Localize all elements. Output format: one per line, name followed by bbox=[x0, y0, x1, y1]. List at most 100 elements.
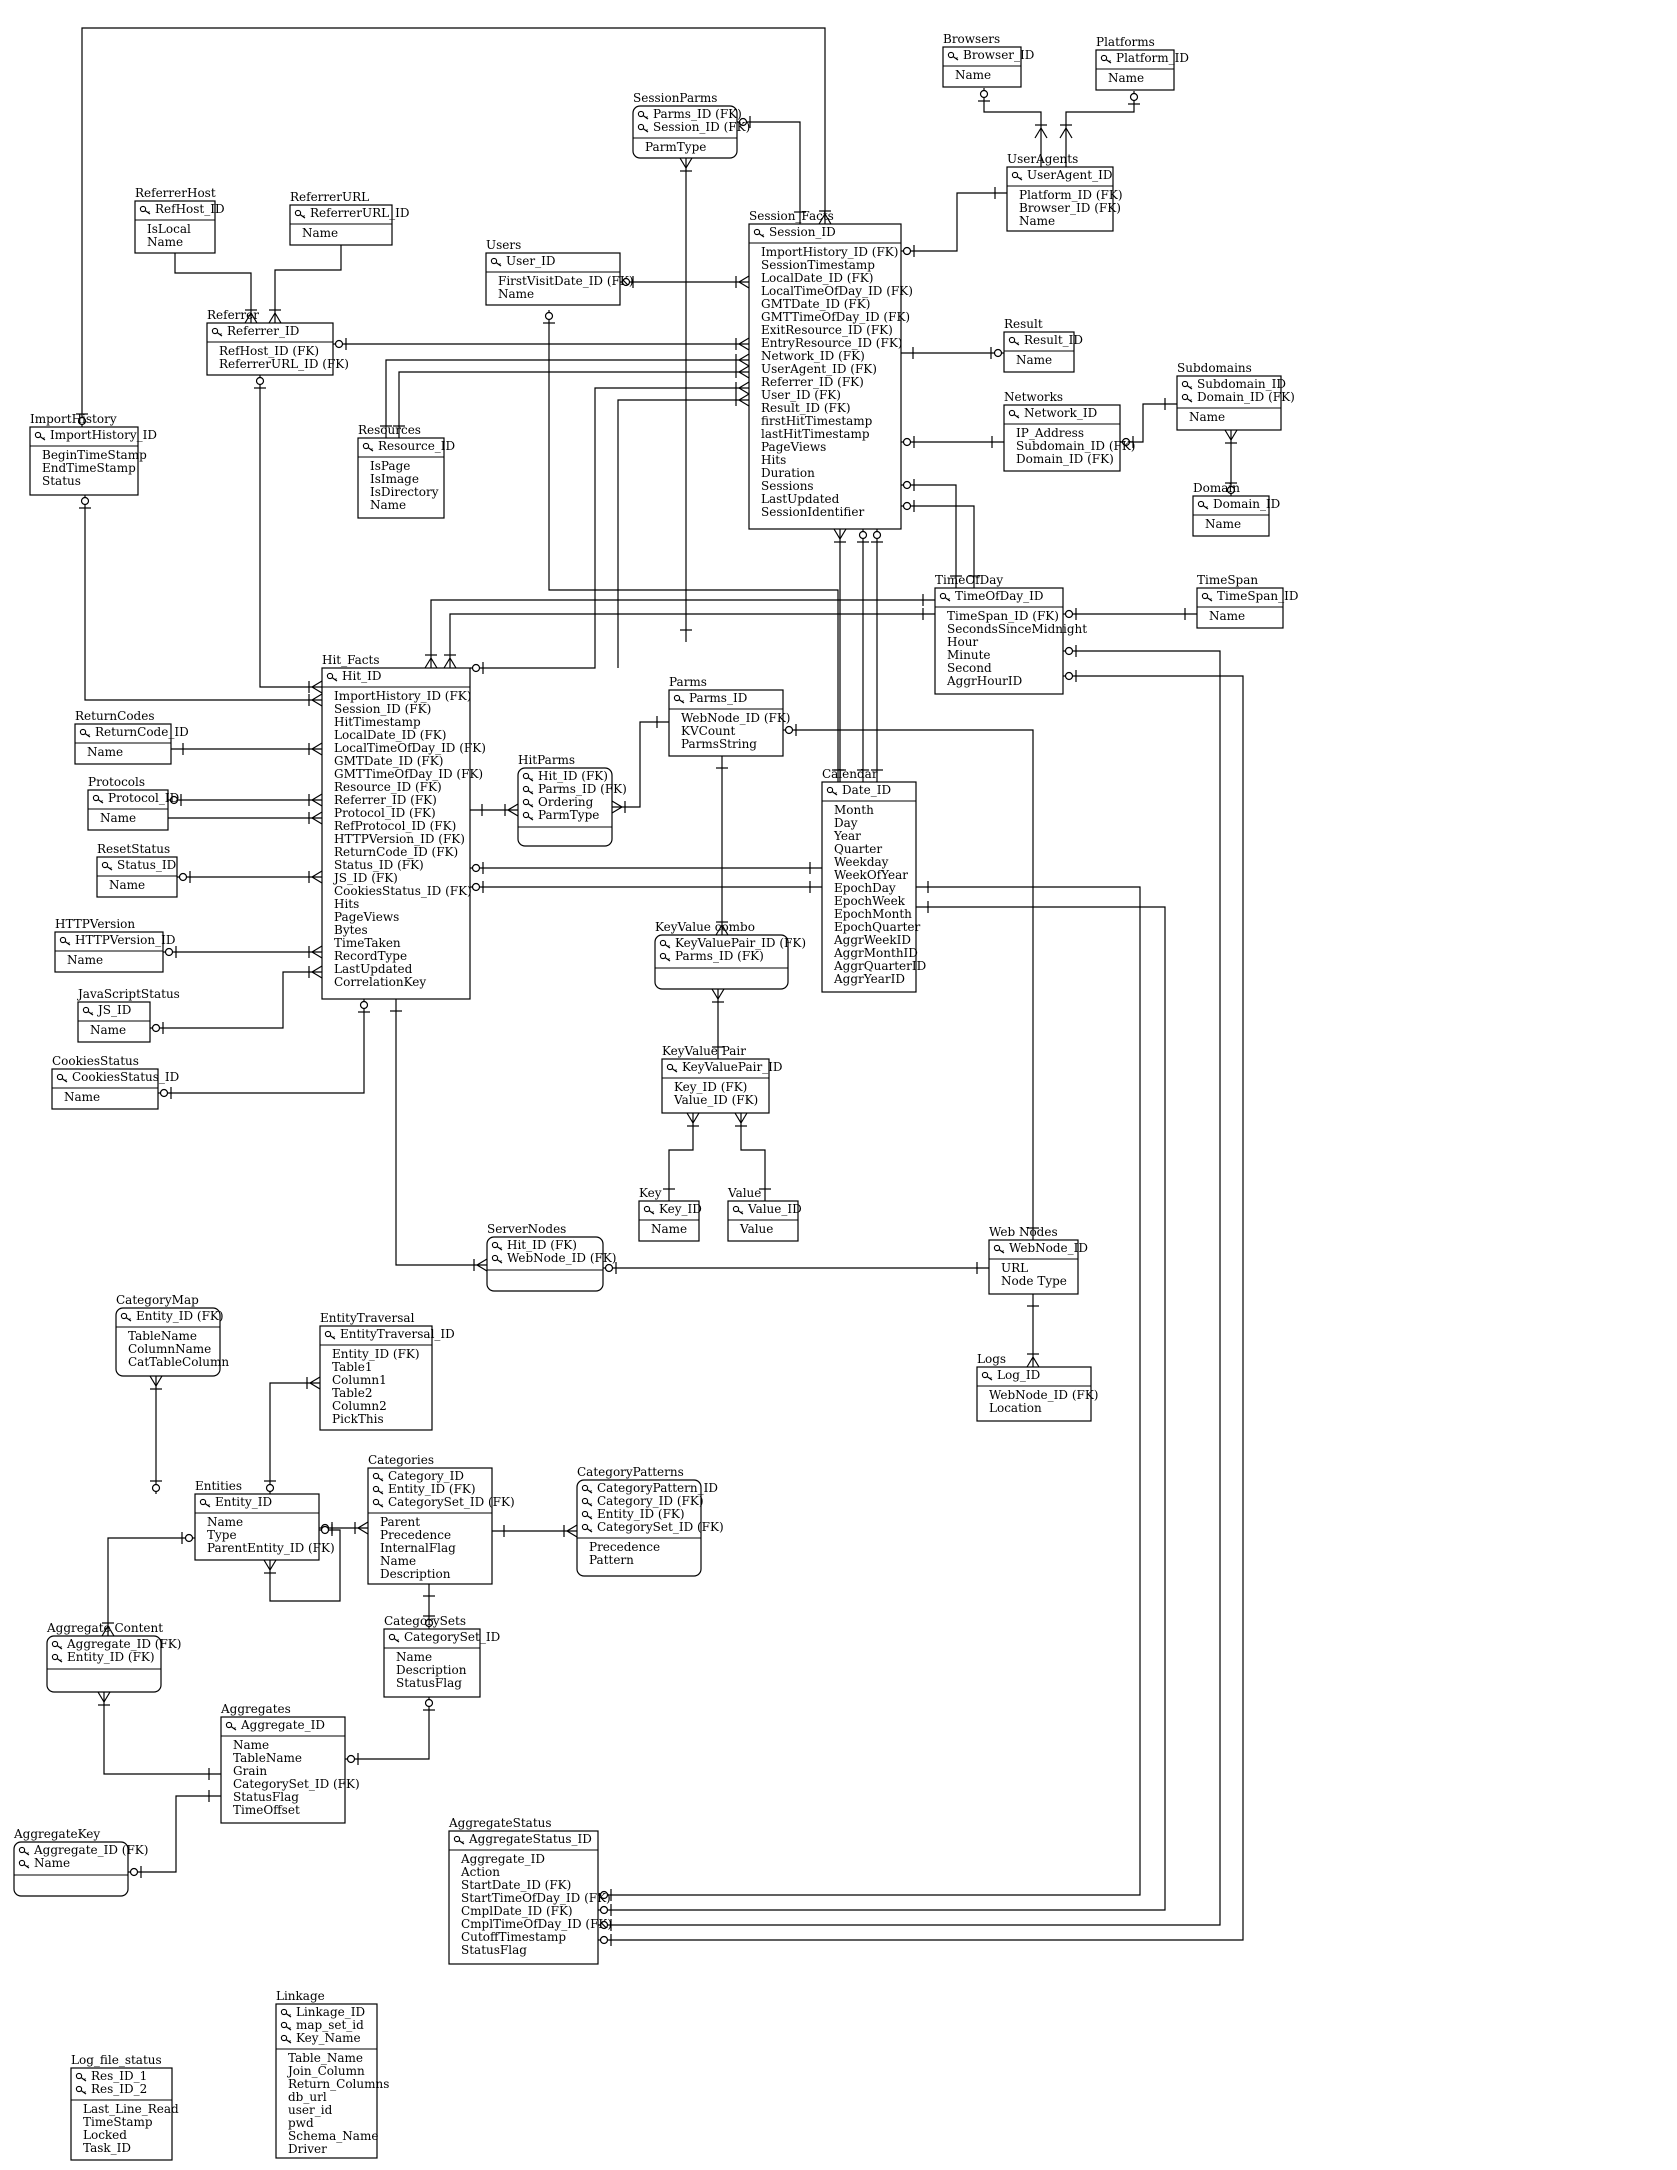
key-icon bbox=[1008, 409, 1020, 419]
primary-key-field: Entity_ID bbox=[215, 1495, 272, 1509]
entity-title: HitParms bbox=[518, 753, 575, 767]
entity-title: Linkage bbox=[276, 1989, 325, 2003]
entity-box bbox=[70, 2067, 173, 2161]
attribute-field: Domain_ID (FK) bbox=[1016, 452, 1114, 466]
primary-key-field: Name bbox=[34, 1856, 70, 1870]
attribute-field: BeginTimeStamp bbox=[42, 448, 147, 462]
attribute-field: Table_Name bbox=[288, 2051, 363, 2065]
relationship-line bbox=[543, 310, 844, 782]
attribute-field: RefHost_ID (FK) bbox=[219, 344, 319, 358]
entity-title: ResetStatus bbox=[97, 842, 170, 856]
key-icon bbox=[280, 2034, 292, 2044]
entity-categorysets: CategorySetsCategorySet_IDNameDescriptio… bbox=[383, 1614, 500, 1698]
relationship-line bbox=[158, 999, 370, 1099]
key-icon bbox=[51, 1640, 63, 1650]
attribute-field: PageViews bbox=[761, 440, 826, 454]
key-icon bbox=[453, 1835, 465, 1845]
attribute-field: ReturnCode_ID (FK) bbox=[334, 845, 458, 859]
key-icon bbox=[1197, 500, 1209, 510]
entity-title: Protocols bbox=[88, 775, 145, 789]
key-icon bbox=[1008, 336, 1020, 346]
primary-key-field: Aggregate_ID (FK) bbox=[66, 1637, 181, 1651]
entity-box bbox=[319, 1325, 433, 1431]
attribute-field: AggrHourID bbox=[946, 674, 1022, 688]
key-icon bbox=[581, 1510, 593, 1520]
entity-title: ReferrerURL bbox=[290, 190, 369, 204]
attribute-field: IsDirectory bbox=[370, 485, 439, 499]
primary-key-field: Category_ID (FK) bbox=[597, 1494, 704, 1508]
attribute-field: HitTimestamp bbox=[334, 715, 421, 729]
attribute-field: Name bbox=[370, 498, 406, 512]
key-icon bbox=[326, 672, 338, 682]
relationship-line bbox=[611, 716, 669, 814]
entity-title: Aggregates bbox=[220, 1702, 291, 1716]
entity-title: Session_Facts bbox=[749, 209, 834, 223]
primary-key-field: Domain_ID (FK) bbox=[1197, 390, 1295, 404]
relationship-line bbox=[149, 1375, 163, 1494]
key-icon bbox=[581, 1523, 593, 1533]
entity-title: Logs bbox=[977, 1352, 1006, 1366]
relationship-line bbox=[163, 945, 323, 959]
key-icon bbox=[659, 939, 671, 949]
relationship-line bbox=[443, 608, 935, 669]
relationship-line bbox=[79, 495, 323, 707]
key-icon bbox=[581, 1497, 593, 1507]
attribute-field: Name bbox=[651, 1222, 687, 1236]
relationship-line bbox=[711, 988, 725, 1059]
entity-title: Domain bbox=[1193, 481, 1240, 495]
relationship-line bbox=[76, 27, 832, 427]
attribute-field: ImportHistory_ID (FK) bbox=[334, 689, 471, 703]
attribute-field: GMTTimeOfDay_ID (FK) bbox=[761, 310, 910, 324]
entity-title: ServerNodes bbox=[487, 1222, 566, 1236]
attribute-field: Name bbox=[396, 1650, 432, 1664]
attribute-field: Name bbox=[380, 1554, 416, 1568]
attribute-field: Year bbox=[833, 829, 861, 843]
entity-title: Subdomains bbox=[1177, 361, 1252, 375]
attribute-field: Resource_ID (FK) bbox=[334, 780, 442, 794]
attribute-field: SecondsSinceMidnight bbox=[947, 622, 1087, 636]
primary-key-field: Key_ID bbox=[659, 1202, 702, 1216]
attribute-field: Table1 bbox=[332, 1360, 372, 1374]
attribute-field: TimeStamp bbox=[83, 2115, 153, 2129]
attribute-field: IsPage bbox=[370, 459, 410, 473]
relationship-line bbox=[424, 594, 935, 669]
primary-key-field: Hit_ID (FK) bbox=[538, 769, 608, 783]
attribute-field: EndTimeStamp bbox=[42, 461, 136, 475]
entity-title: Value bbox=[727, 1186, 761, 1200]
attribute-field: Referrer_ID (FK) bbox=[761, 375, 864, 389]
attribute-field: CookiesStatus_ID (FK) bbox=[334, 884, 472, 898]
key-icon bbox=[101, 861, 113, 871]
key-icon bbox=[280, 2008, 292, 2018]
attribute-field: Protocol_ID (FK) bbox=[334, 806, 436, 820]
relationship-line bbox=[345, 1697, 435, 1765]
attribute-field: Precedence bbox=[380, 1528, 451, 1542]
primary-key-field: Session_ID bbox=[769, 225, 836, 239]
attribute-field: CmplDate_ID (FK) bbox=[461, 1904, 573, 1918]
relationship-line bbox=[598, 901, 1166, 1916]
attribute-field: Name bbox=[1189, 410, 1225, 424]
attribute-field: IsImage bbox=[370, 472, 419, 486]
relationship-line bbox=[168, 811, 323, 825]
attribute-field: Sessions bbox=[761, 479, 814, 493]
entity-title: Resources bbox=[358, 423, 421, 437]
primary-key-field: CookiesStatus_ID bbox=[72, 1070, 179, 1084]
key-icon bbox=[75, 2085, 87, 2095]
key-icon bbox=[372, 1472, 384, 1482]
attribute-field: Referrer_ID (FK) bbox=[334, 793, 437, 807]
attribute-field: ImportHistory_ID (FK) bbox=[761, 245, 898, 259]
entity-title: KeyValue combo bbox=[655, 920, 755, 934]
key-icon bbox=[1181, 380, 1193, 390]
attribute-field: GMTDate_ID (FK) bbox=[334, 754, 443, 768]
relationship-line bbox=[857, 529, 869, 782]
attribute-field: CorrelationKey bbox=[334, 975, 426, 989]
relationship-line bbox=[1026, 1294, 1040, 1368]
relationship-line bbox=[901, 187, 1007, 257]
relationship-line bbox=[268, 245, 342, 324]
attribute-field: GMTDate_ID (FK) bbox=[761, 297, 870, 311]
